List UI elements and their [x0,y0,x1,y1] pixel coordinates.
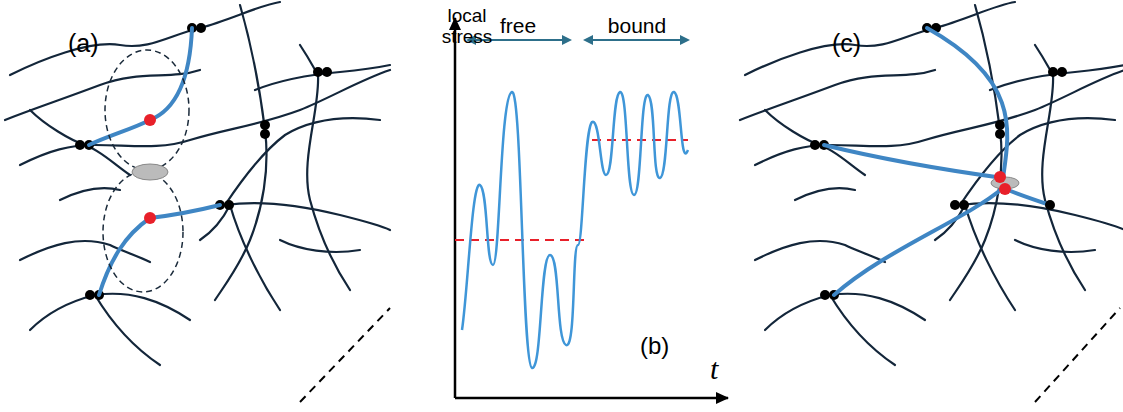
regime-label: free [500,14,536,37]
panel-label: (a) [68,30,99,58]
panel-label: (b) [640,333,669,359]
regime-label: bound [608,14,666,37]
axis-label: t [710,352,718,385]
panel-label: (c) [832,30,861,58]
axis-label: local stress [432,6,502,48]
